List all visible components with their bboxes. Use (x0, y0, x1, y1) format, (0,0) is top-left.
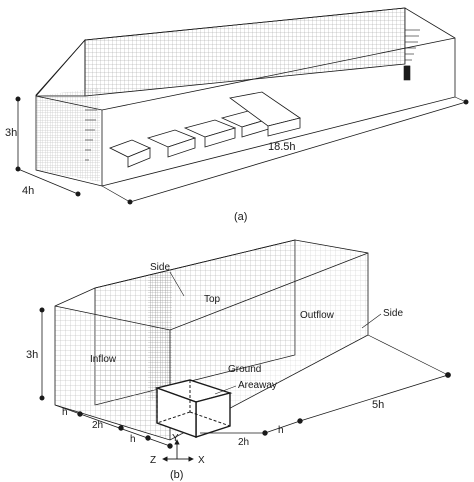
leader-side-right (361, 313, 382, 329)
label-top: Top (204, 294, 221, 305)
dim-b-2h-b: 2h (238, 437, 249, 448)
label-side-right: Side (383, 308, 403, 319)
dim-b-5h: 5h (372, 399, 384, 411)
label-side-top: Side (150, 262, 170, 273)
label-outflow: Outflow (300, 310, 335, 321)
axis-z-label: Z (150, 455, 156, 466)
dim-b-height: 3h (26, 349, 38, 361)
panel-a-inlet-profile (85, 109, 97, 161)
dim-4h-a: 4h (17, 168, 81, 197)
dim-length-label: 18.5h (268, 141, 296, 153)
panel-b-outflow-wall (295, 240, 368, 355)
dim-b-h-b: h (130, 434, 136, 445)
dim-height-label: 3h (5, 127, 17, 139)
label-inflow: Inflow (90, 354, 117, 365)
dim-chain-right (200, 334, 451, 436)
panel-a-box-outline (35, 7, 456, 187)
caption-b: (b) (170, 469, 183, 481)
panel-b: Side Top Outflow Side Inflow Ground Area… (26, 239, 451, 481)
dim-b-h-a: h (62, 407, 68, 418)
axis-y-label: Y (172, 433, 179, 444)
coordinate-axes (162, 439, 194, 462)
label-areaway: Areaway (238, 380, 277, 391)
dim-b-2h-a: 2h (92, 420, 103, 431)
panel-a-inflow-grid (36, 88, 100, 182)
dim-3h-b: 3h (26, 307, 45, 401)
panel-a-roughness-blocks (108, 91, 301, 168)
dim-3h-a: 3h (5, 96, 21, 172)
axis-x-label: X (198, 455, 205, 466)
label-ground: Ground (228, 364, 261, 375)
caption-a: (a) (234, 211, 247, 223)
panel-a: 3h 4h 18.5h (a) (5, 7, 469, 223)
dim-width-label: 4h (22, 185, 34, 197)
dim-18-5h-a: 18.5h (101, 96, 469, 205)
areaway-box (154, 379, 233, 438)
dim-chain-left (54, 404, 173, 449)
dim-b-h-c: h (278, 425, 284, 436)
panel-a-back-wall (84, 7, 406, 97)
leader-side-top (169, 271, 185, 297)
leader-areaway (214, 385, 237, 395)
panel-a-outlet-profile (403, 29, 420, 81)
